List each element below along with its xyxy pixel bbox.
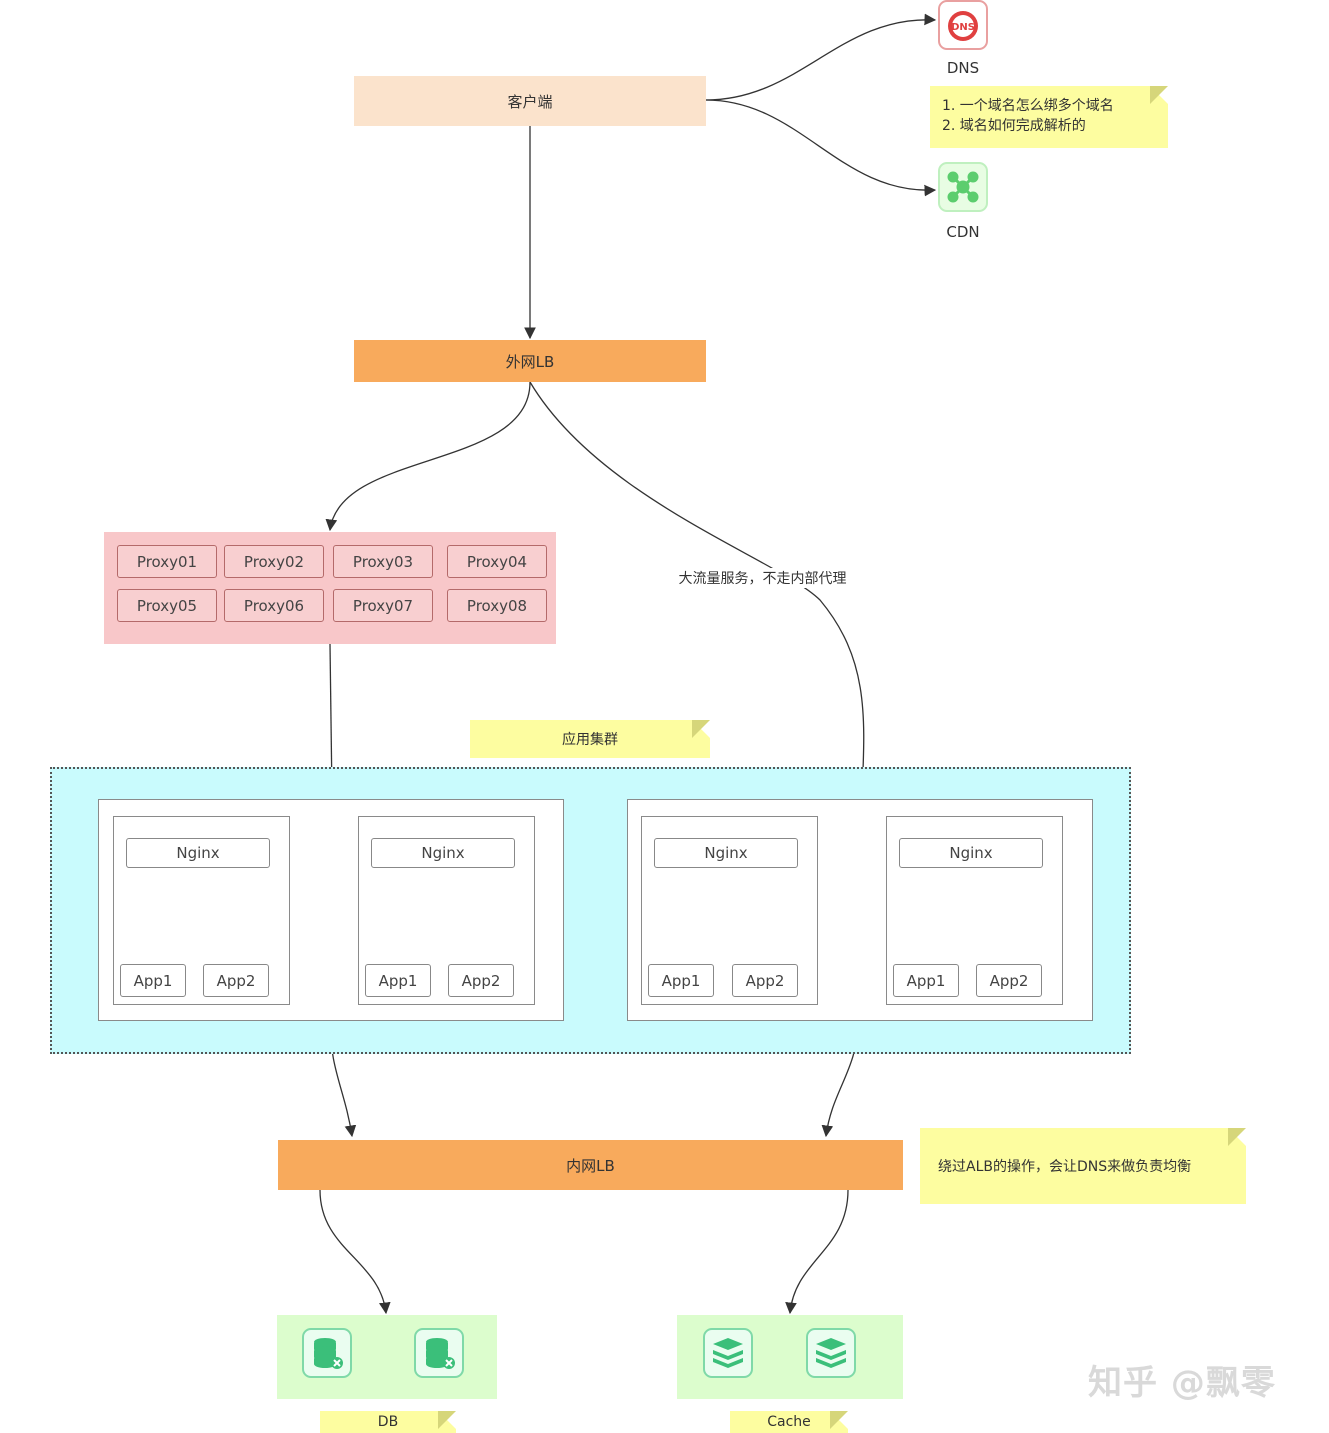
domain-note: 1. 一个域名怎么绑多个域名 2. 域名如何完成解析的 xyxy=(930,86,1168,148)
cache-stack-icon xyxy=(806,1328,856,1378)
proxy-node: Proxy07 xyxy=(333,589,433,622)
alb-note-label: 绕过ALB的操作，会让DNS来做负责均衡 xyxy=(938,1159,1192,1175)
internal-lb-label: 内网LB xyxy=(566,1156,615,1175)
dns-badge-text: DNS xyxy=(951,22,975,33)
app-instance: App1 xyxy=(648,964,714,997)
cdn-icon xyxy=(938,162,988,212)
nginx-node: Nginx xyxy=(371,838,515,868)
app-instance: App2 xyxy=(448,964,514,997)
cluster-note: 应用集群 xyxy=(470,720,710,758)
proxy-node: Proxy06 xyxy=(224,589,324,622)
proxy-node: Proxy01 xyxy=(117,545,217,578)
db-note: DB xyxy=(320,1411,456,1433)
proxy-node: Proxy04 xyxy=(447,545,547,578)
app-instance: App1 xyxy=(365,964,431,997)
app-instance: App2 xyxy=(732,964,798,997)
domain-note-line-1: 1. 一个域名怎么绑多个域名 xyxy=(942,98,1114,114)
edge-extlb-proxy xyxy=(325,381,531,532)
cdn-label: CDN xyxy=(946,223,980,241)
watermark: 知乎 @飘零 xyxy=(1088,1363,1276,1403)
app-instance: App2 xyxy=(976,964,1042,997)
edge-extlb-cluster xyxy=(529,381,869,798)
alb-note: 绕过ALB的操作，会让DNS来做负责均衡 xyxy=(920,1128,1246,1204)
cache-stack-icon xyxy=(703,1328,753,1378)
client-label: 客户端 xyxy=(507,92,553,111)
database-icon xyxy=(302,1328,352,1378)
app-instance: App1 xyxy=(120,964,186,997)
proxy-node: Proxy03 xyxy=(333,545,433,578)
proxy-node: Proxy05 xyxy=(117,589,217,622)
proxy-node: Proxy02 xyxy=(224,545,324,578)
edge-label-high-traffic: 大流量服务，不走内部代理 xyxy=(655,568,870,588)
proxy-node: Proxy08 xyxy=(447,589,547,622)
edge-intlb-cache xyxy=(785,1189,849,1315)
domain-note-line-2: 2. 域名如何完成解析的 xyxy=(942,118,1086,134)
cluster-note-label: 应用集群 xyxy=(562,732,618,748)
edge-client-cdn xyxy=(705,99,937,197)
nginx-node: Nginx xyxy=(126,838,270,868)
db-note-label: DB xyxy=(377,1414,399,1430)
edge-client-dns xyxy=(705,13,937,101)
nginx-node: Nginx xyxy=(654,838,798,868)
client-box: 客户端 xyxy=(354,76,706,126)
internal-lb-box: 内网LB xyxy=(278,1140,903,1190)
edge-intlb-db xyxy=(319,1189,391,1315)
database-icon xyxy=(414,1328,464,1378)
external-lb-box: 外网LB xyxy=(354,340,706,382)
dns-label: DNS xyxy=(946,59,980,77)
external-lb-label: 外网LB xyxy=(505,352,555,371)
dns-icon: DNS xyxy=(938,0,988,50)
app-instance: App1 xyxy=(893,964,959,997)
cache-note: Cache xyxy=(730,1411,848,1433)
cache-note-label: Cache xyxy=(767,1414,811,1430)
proxy-group: Proxy01 Proxy02 Proxy03 Proxy04 Proxy05 … xyxy=(104,532,556,644)
nginx-node: Nginx xyxy=(899,838,1043,868)
app-instance: App2 xyxy=(203,964,269,997)
